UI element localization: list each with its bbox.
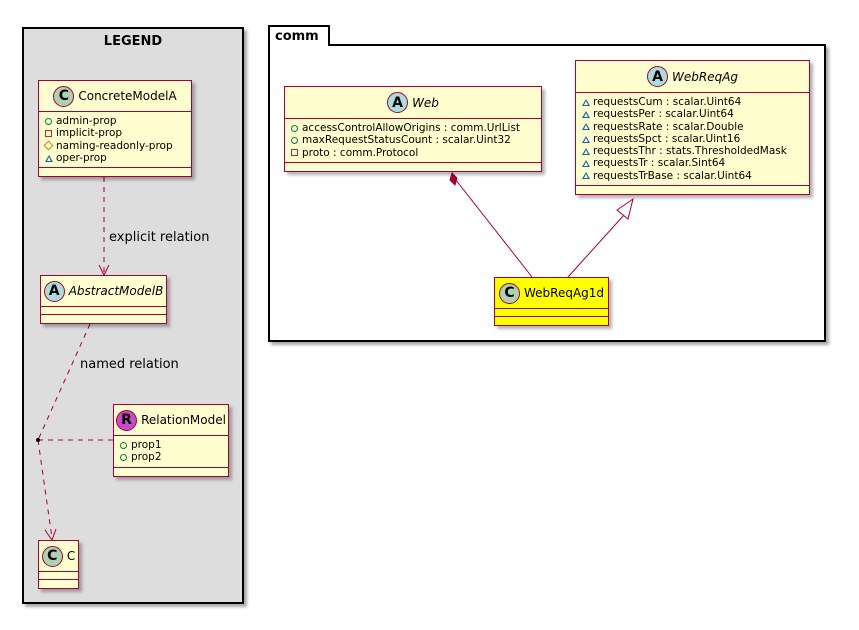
class-methods [39,168,191,176]
class-methods [576,186,809,194]
named-relation-label: named relation [80,357,179,372]
class-attributes: requestsCum : scalar.Uint64 requestsPer … [576,93,809,187]
class-attributes: admin-prop implicit-prop naming-readonly… [39,112,191,169]
package-visibility-icon [582,160,590,168]
class-stereotype-icon: C [41,545,63,567]
class-concrete-model-a: C ConcreteModelA admin-prop implicit-pro… [38,80,192,178]
class-attributes [495,309,608,317]
class-attributes [39,572,78,580]
attribute-row: maxRequestStatusCount : scalar.Uint32 [290,134,541,146]
class-name: WebReqAg [671,69,739,84]
attribute-row: oper-prop [44,152,191,164]
legend-title: LEGEND [103,34,163,49]
class-methods [285,163,541,171]
composition-line [451,174,533,278]
named-relation-line-lower [37,439,53,539]
class-stereotype-icon: A [43,280,65,302]
attribute-row: requestsPer : scalar.Uint64 [581,108,809,120]
attribute-row: requestsCum : scalar.Uint64 [581,96,809,108]
class-name: Web [412,95,439,110]
class-name: C [66,549,76,563]
private-visibility-icon [291,149,298,157]
attribute-row: prop2 [119,451,228,463]
class-webreqag: A WebReqAg requestsCum : scalar.Uint64 r… [575,60,810,196]
attribute-row: requestsRate : scalar.Double [581,121,809,133]
class-attributes [41,307,166,315]
class-methods [41,315,166,323]
class-stereotype-icon: C [53,85,75,107]
class-web: A Web accessControlAllowOrigins : comm.U… [284,86,542,172]
attribute-row: requestsTrBase : scalar.Uint64 [581,170,809,182]
package-visibility-icon [582,135,590,143]
named-relation-line [37,323,91,441]
attribute-row: accessControlAllowOrigins : comm.UrlList [290,122,541,134]
class-relation-model: R RelationModel prop1 prop2 [113,404,229,477]
public-visibility-icon [120,453,127,461]
package-comm-tab: comm [268,25,330,46]
attribute-row: requestsThr : stats.ThresholdedMask [581,145,809,157]
public-visibility-icon [120,441,127,449]
class-name: ConcreteModelA [78,89,177,103]
class-stereotype-icon: A [646,66,668,87]
class-stereotype-icon: R [116,409,138,431]
class-abstract-model-b: A AbstractModelB [40,275,167,324]
private-visibility-icon [45,129,52,137]
package-visibility-icon [582,172,590,180]
attribute-row: requestsTr : scalar.Sint64 [581,157,809,169]
package-visibility-icon [582,110,590,118]
attribute-row: naming-readonly-prop [43,140,191,152]
class-attributes: prop1 prop2 [114,436,228,468]
attribute-row: admin-prop [44,115,191,127]
public-visibility-icon [291,136,298,144]
class-webreqag1d: C WebReqAg1d [494,277,609,326]
relation-junction-dot [36,438,40,442]
inheritance-line [567,214,625,278]
attribute-row: requestsSpct : scalar.Uint16 [581,133,809,145]
attribute-row: proto : comm.Protocol [290,147,541,159]
attribute-row: prop1 [119,439,228,451]
public-visibility-icon [291,124,298,132]
class-attributes: accessControlAllowOrigins : comm.UrlList… [285,119,541,163]
explicit-relation-label: explicit relation [109,230,210,245]
class-methods [495,317,608,325]
package-visibility-icon [45,154,53,162]
package-visibility-icon [582,98,590,106]
class-name: AbstractModelB [68,284,164,298]
protected-visibility-icon [43,140,54,151]
attribute-row: implicit-prop [44,127,191,139]
composition-diamond [449,172,458,186]
class-name: RelationModel [141,413,226,427]
class-stereotype-icon: C [498,282,520,304]
class-methods [114,468,228,476]
package-visibility-icon [582,123,590,131]
class-stereotype-icon: A [387,92,409,113]
inheritance-arrowhead [616,197,634,220]
class-name: WebReqAg1d [523,286,605,300]
package-visibility-icon [582,147,590,155]
class-c: C C [38,540,79,589]
class-methods [39,580,78,588]
public-visibility-icon [45,117,52,125]
